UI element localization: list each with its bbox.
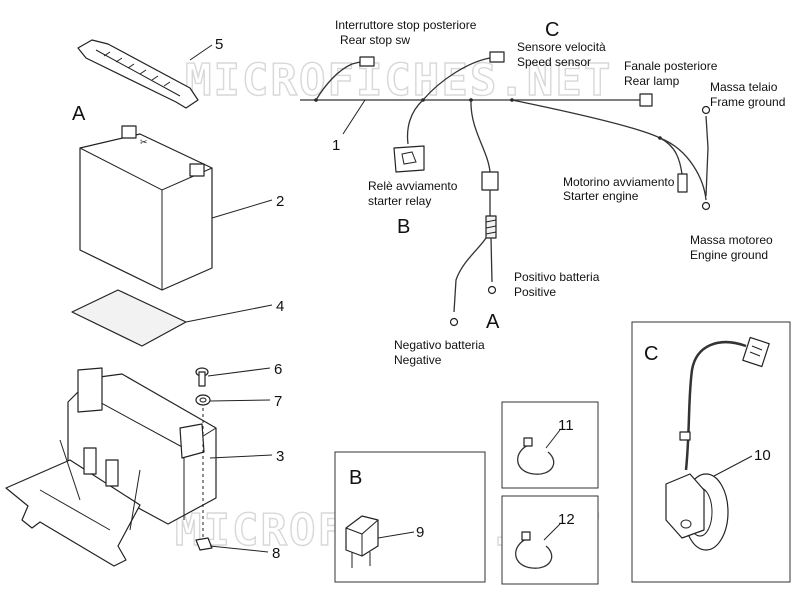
cable-tie-part-12 [515, 531, 553, 569]
relay-bracket-part [345, 515, 379, 568]
section-label-c-box: C [644, 343, 658, 365]
speed-sensor-part [665, 336, 770, 551]
part-number-2: 2 [276, 193, 284, 210]
label-frame-ground-it: Massa telaio [710, 80, 778, 94]
label-speed-it: Sensore velocità [517, 40, 606, 54]
label-negative-en: Negative [394, 353, 442, 367]
label-negative-it: Negativo batteria [394, 338, 485, 352]
label-rear-stop-it: Interruttore stop posteriore [335, 18, 477, 32]
part-number-1: 1 [332, 137, 340, 154]
section-label-c-top: C [545, 19, 559, 41]
part-number-4: 4 [276, 298, 284, 315]
starter-relay-part [393, 145, 425, 173]
part-number-6: 6 [274, 361, 282, 378]
label-engine-ground-it: Massa motoreo [690, 233, 773, 247]
watermark-top: MICROFICHES.NET [185, 55, 612, 106]
clip-nut-part [195, 537, 213, 551]
washer-part [195, 394, 211, 406]
detail-box-11 [501, 401, 599, 489]
wiring-harness-part [300, 51, 711, 327]
battery-part: ✂ [79, 125, 213, 291]
label-engine-ground-en: Engine ground [690, 248, 768, 262]
part-number-5: 5 [215, 36, 223, 53]
label-starter-relay-en: starter relay [368, 194, 431, 208]
svg-text:✂: ✂ [140, 137, 148, 147]
label-frame-ground-en: Frame ground [710, 95, 785, 109]
label-positive-en: Positive [514, 285, 556, 299]
battery-strap-part [77, 39, 199, 109]
section-label-b-top: B [397, 216, 410, 238]
label-starter-engine-en: Starter engine [563, 189, 639, 203]
part-number-11: 11 [558, 417, 574, 434]
cable-tie-part-11 [517, 437, 555, 475]
label-rear-lamp-it: Fanale posteriore [624, 59, 718, 73]
part-number-3: 3 [276, 448, 284, 465]
label-positive-it: Positivo batteria [514, 270, 600, 284]
label-speed-en: Speed sensor [517, 55, 591, 69]
part-number-12: 12 [558, 511, 575, 528]
label-starter-engine-it: Motorino avviamento [563, 175, 675, 189]
part-number-8: 8 [272, 545, 280, 562]
part-number-10: 10 [754, 447, 771, 464]
label-starter-relay-it: Relè avviamento [368, 179, 458, 193]
section-label-a-wiring: A [486, 311, 500, 333]
section-label-a-left: A [72, 103, 86, 125]
section-label-b-box: B [349, 467, 362, 489]
part-number-7: 7 [274, 393, 282, 410]
screw-part [195, 367, 209, 387]
part-number-9: 9 [416, 524, 424, 541]
label-rear-stop-en: Rear stop sw [340, 33, 410, 47]
label-rear-lamp-en: Rear lamp [624, 74, 680, 88]
battery-box-part [5, 367, 217, 567]
detail-box-12 [501, 495, 599, 585]
battery-pad-part [71, 289, 187, 347]
